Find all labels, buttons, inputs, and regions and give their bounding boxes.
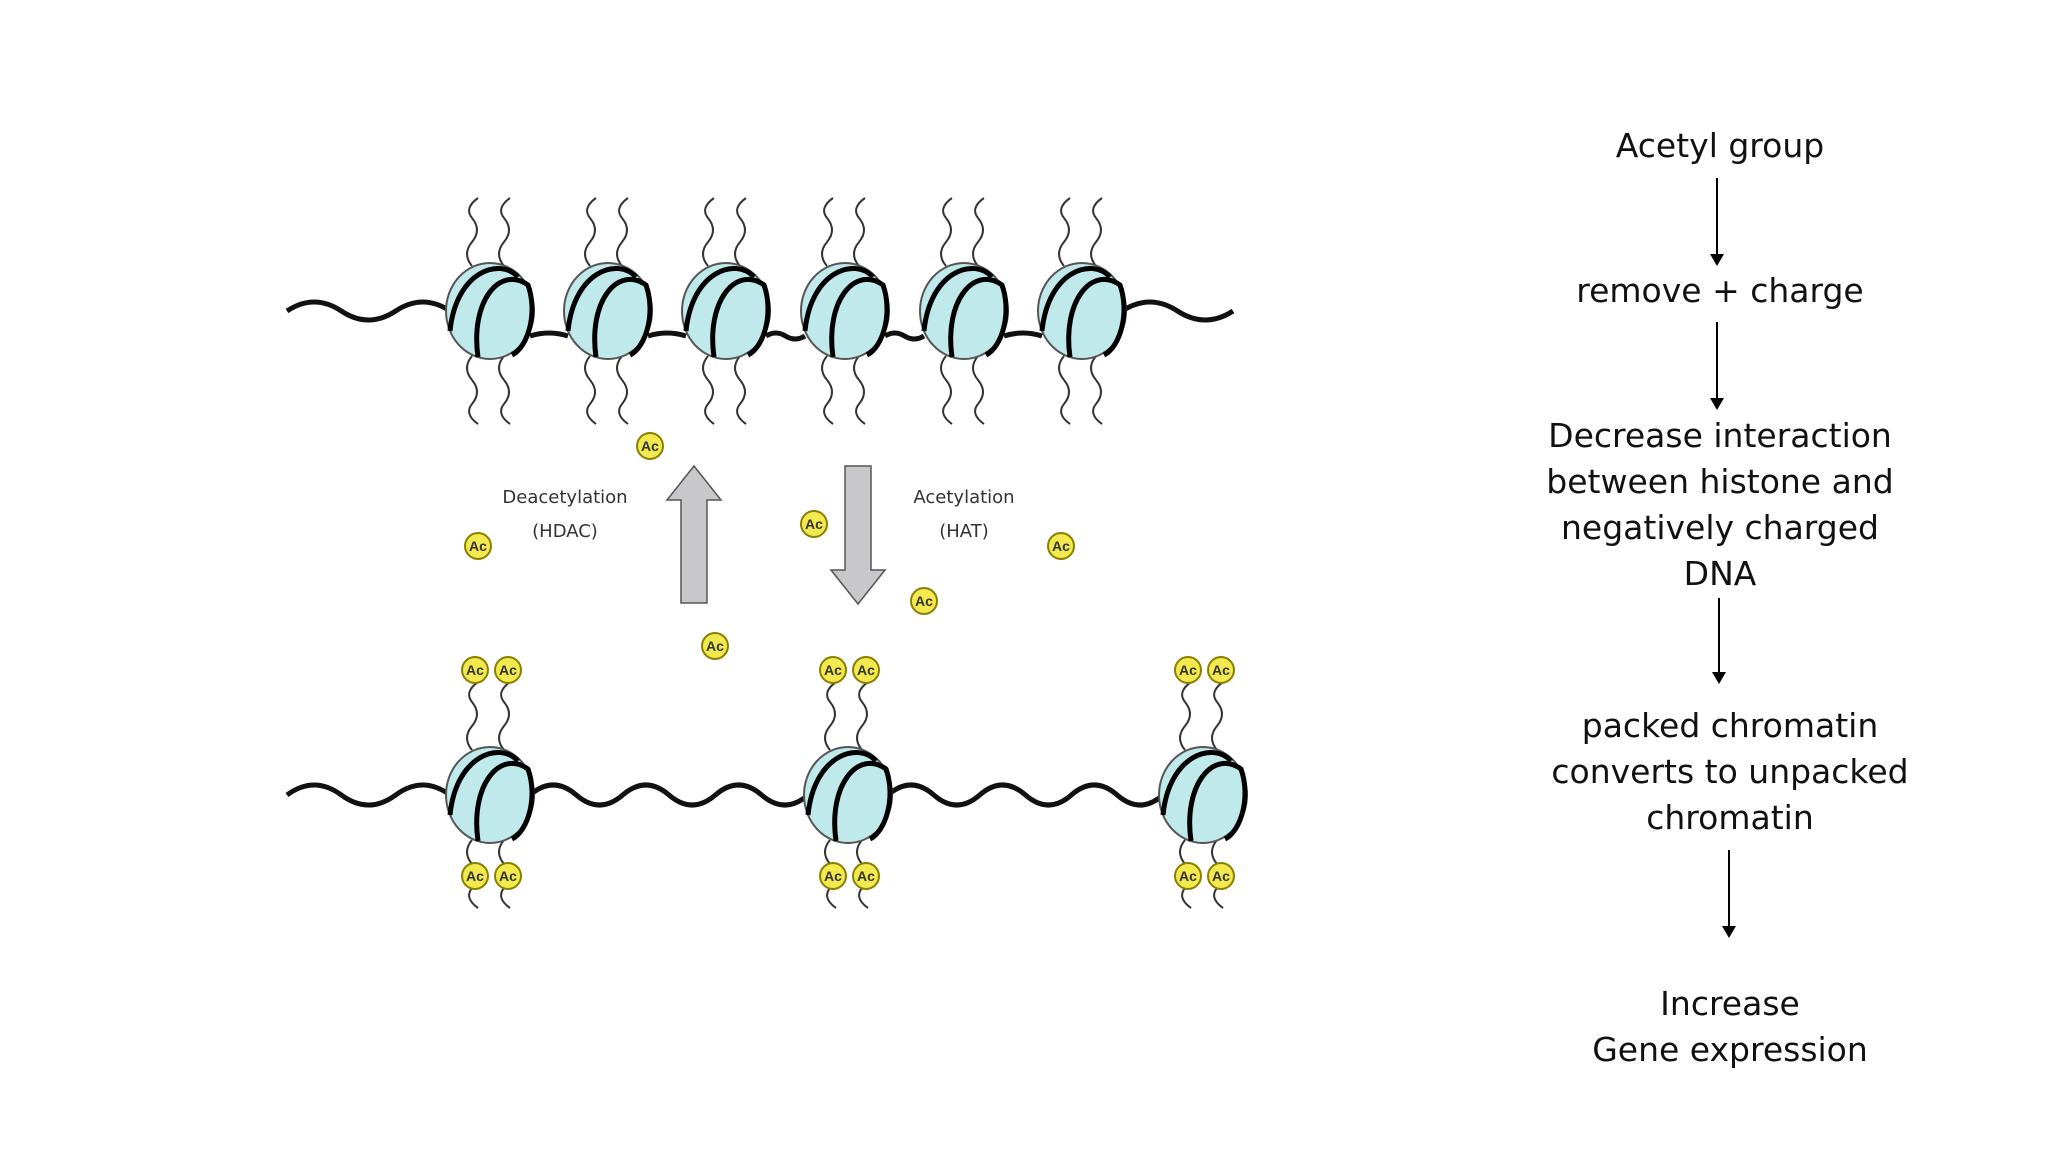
acetyl-group: Ac <box>1174 656 1202 684</box>
svg-text:Ac: Ac <box>857 662 875 678</box>
histone-tail <box>466 681 479 751</box>
histone-tail <box>1090 197 1103 267</box>
acetyl-group: Ac <box>910 587 938 615</box>
acetyl-group: Ac <box>800 510 828 538</box>
acetylation-label: Acetylation <box>913 487 1014 508</box>
histone-tail <box>853 355 866 425</box>
histone-tail <box>616 197 629 267</box>
nucleosome <box>445 746 535 844</box>
acetyl-group: Ac <box>701 632 729 660</box>
nucleosome <box>800 262 890 360</box>
flow-step-acetyl-group: Acetyl group <box>1615 126 1825 165</box>
deacetylation-arrow <box>665 464 723 604</box>
flow-arrow-3 <box>1712 598 1726 684</box>
acetyl-group: Ac <box>819 862 847 890</box>
svg-text:Ac: Ac <box>706 638 724 654</box>
acetyl-group: Ac <box>494 862 522 890</box>
svg-text:Ac: Ac <box>1179 868 1197 884</box>
histone-tail <box>498 681 511 751</box>
histone-tail <box>702 197 715 267</box>
acetyl-group: Ac <box>461 862 489 890</box>
svg-text:Ac: Ac <box>469 538 487 554</box>
acetyl-group: Ac <box>494 656 522 684</box>
histone-tail <box>466 197 479 267</box>
acetyl-group: Ac <box>636 432 664 460</box>
histone-tail <box>856 681 869 751</box>
acetyl-group: Ac <box>1174 862 1202 890</box>
nucleosome-group <box>445 262 1248 844</box>
histone-tail <box>466 355 479 425</box>
nucleosome <box>1158 746 1248 844</box>
histone-tail <box>584 355 597 425</box>
svg-text:Ac: Ac <box>857 868 875 884</box>
acetylation-arrow <box>829 465 887 606</box>
acetyl-group: Ac <box>852 862 880 890</box>
histone-tail <box>1179 681 1192 751</box>
svg-text:Ac: Ac <box>499 868 517 884</box>
acetyl-group: Ac <box>1207 862 1235 890</box>
histone-tail <box>1058 355 1071 425</box>
nucleosome <box>563 262 653 360</box>
histone-tail <box>734 197 747 267</box>
svg-text:Ac: Ac <box>824 868 842 884</box>
histone-tail <box>1058 197 1071 267</box>
histone-tail <box>702 355 715 425</box>
histone-tail <box>821 197 834 267</box>
histone-tail <box>1211 681 1224 751</box>
histone-tail <box>584 197 597 267</box>
flow-step-decrease-interaction: Decrease interaction between histone and… <box>1546 416 1894 593</box>
acetyl-group: Ac <box>819 656 847 684</box>
nucleosome <box>919 262 1009 360</box>
svg-text:Ac: Ac <box>1052 538 1070 554</box>
histone-tail <box>734 355 747 425</box>
nucleosome <box>1037 262 1127 360</box>
deacetylation-label: Deacetylation <box>502 487 627 508</box>
acetyl-group: Ac <box>1207 656 1235 684</box>
svg-text:Ac: Ac <box>1212 868 1230 884</box>
histone-tail <box>1090 355 1103 425</box>
acetyl-group: Ac <box>1047 532 1075 560</box>
dna-strand-compact <box>285 299 1235 342</box>
nucleosome <box>681 262 771 360</box>
nucleosome <box>445 262 535 360</box>
svg-text:Ac: Ac <box>915 593 933 609</box>
acetyl-group: Ac <box>461 656 489 684</box>
histone-tail <box>940 355 953 425</box>
histone-tail <box>972 355 985 425</box>
flow-step-chromatin-unpacking: packed chromatin converts to unpacked ch… <box>1551 706 1909 837</box>
svg-text:Ac: Ac <box>1179 662 1197 678</box>
acetyl-group: Ac <box>464 532 492 560</box>
histone-tail <box>940 197 953 267</box>
histone-tail <box>498 355 511 425</box>
histone-tail <box>824 681 837 751</box>
flow-arrow-1 <box>1710 178 1724 266</box>
histone-tail <box>498 197 511 267</box>
histone-tail <box>972 197 985 267</box>
svg-text:Ac: Ac <box>641 438 659 454</box>
flow-arrow-2 <box>1710 322 1724 410</box>
acetyl-group: Ac <box>852 656 880 684</box>
histone-tail <box>821 355 834 425</box>
svg-text:Ac: Ac <box>824 662 842 678</box>
svg-text:Ac: Ac <box>1212 662 1230 678</box>
histone-tail <box>853 197 866 267</box>
svg-text:Ac: Ac <box>805 516 823 532</box>
flow-arrow-4 <box>1722 850 1736 938</box>
svg-text:Ac: Ac <box>466 868 484 884</box>
histone-tail <box>616 355 629 425</box>
flow-step-gene-expression: Increase Gene expression <box>1592 984 1868 1069</box>
flow-step-remove-charge: remove + charge <box>1576 271 1864 310</box>
svg-text:Ac: Ac <box>499 662 517 678</box>
dna-strand-relaxed <box>285 782 1165 808</box>
hdac-label: (HDAC) <box>532 521 598 542</box>
nucleosome <box>803 746 893 844</box>
svg-text:Ac: Ac <box>466 662 484 678</box>
hat-label: (HAT) <box>939 521 989 542</box>
